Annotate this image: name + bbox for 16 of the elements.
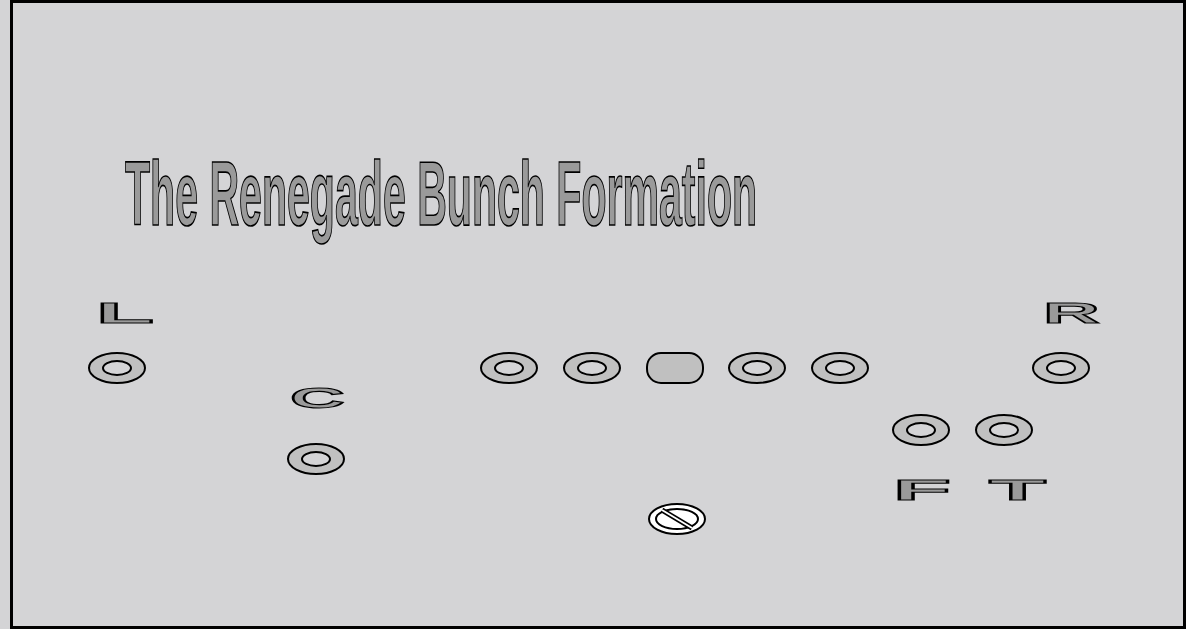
position-letter: F [893,475,952,504]
position-letter: R [1043,298,1100,327]
player-marker [480,352,538,384]
player-marker [811,352,869,384]
player-marker [975,414,1033,446]
position-letter: L [96,298,155,327]
position-letter: T [989,475,1046,504]
player-marker [1032,352,1090,384]
player-marker [563,352,621,384]
center-marker [646,352,704,384]
player-marker [88,352,146,384]
player-marker [287,443,345,475]
player-marker [728,352,786,384]
position-letter: C [290,383,345,412]
crossed-player-marker [648,503,706,535]
player-marker [892,414,950,446]
